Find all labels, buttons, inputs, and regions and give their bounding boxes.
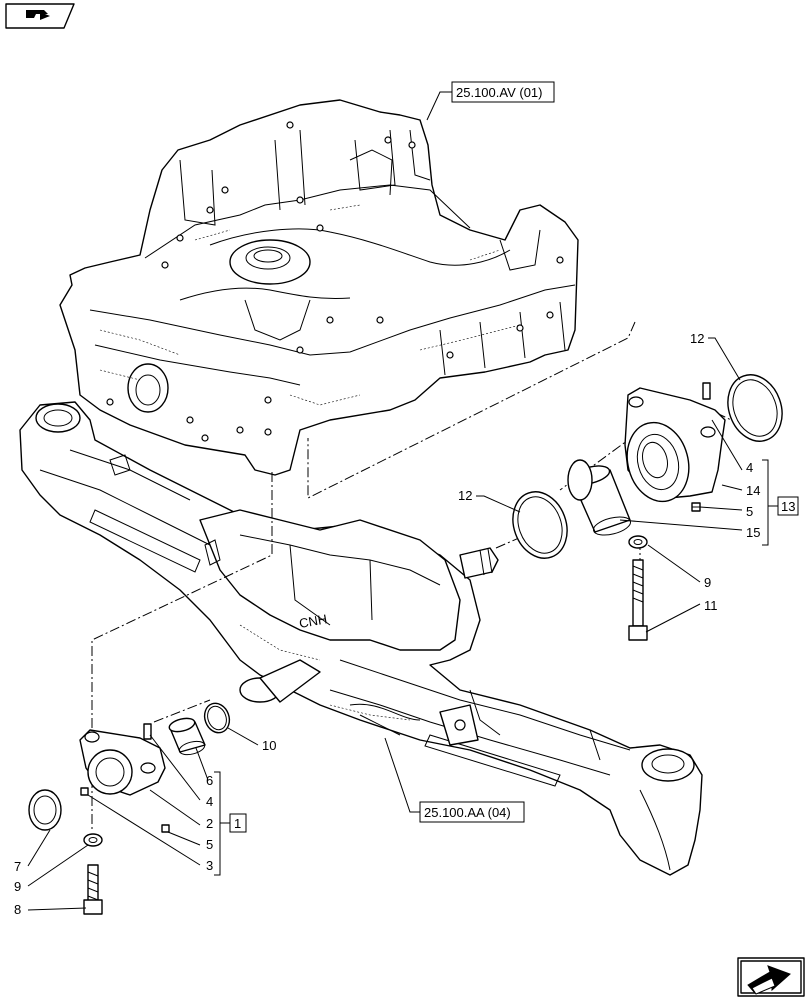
callout-7: 7: [14, 859, 21, 874]
callout-2: 2: [206, 816, 213, 831]
callout-14: 14: [746, 483, 760, 498]
callout-5-right: 5: [746, 504, 753, 519]
next-page-arrow-icon[interactable]: [737, 957, 805, 997]
kit-13-label: 13: [781, 499, 795, 514]
callout-10: 10: [262, 738, 276, 753]
washer-9-right: [628, 535, 648, 549]
seal-ring-12-top: [727, 374, 783, 442]
axle-reference-label: 25.100.AA (04): [424, 805, 511, 820]
washer-9-left: [83, 833, 103, 847]
kit-1-box[interactable]: 1: [229, 813, 247, 833]
callout-9-left: 9: [14, 879, 21, 894]
seal-7: [28, 789, 62, 831]
callout-6: 6: [206, 773, 213, 788]
callout-4-right: 4: [746, 460, 753, 475]
callout-4-left: 4: [206, 794, 213, 809]
seal-ring-10: [203, 702, 231, 734]
pin-4-right: [702, 382, 711, 400]
kit-1-label: 1: [234, 816, 241, 831]
bushing-15: [567, 459, 632, 536]
bolt-11: [628, 559, 648, 641]
callout-leaders: [27, 337, 778, 911]
callout-12-mid: 12: [458, 488, 472, 503]
book-pointer-icon[interactable]: [5, 3, 75, 29]
callout-11: 11: [704, 598, 718, 613]
callout-9-right: 9: [704, 575, 711, 590]
callout-8: 8: [14, 902, 21, 917]
right-support-bracket: [624, 387, 726, 503]
frame-reference[interactable]: 25.100.AV (01): [426, 81, 555, 121]
bolt-8: [83, 864, 103, 915]
pin-4-left: [143, 723, 152, 740]
axle-reference[interactable]: 25.100.AA (04): [384, 737, 525, 823]
callout-numbers: 12 12 4 14 5 15 9 11 10 6 4 2 5 3 7 9 8: [14, 331, 760, 917]
grease-fitting-5-right: [691, 502, 701, 512]
callout-5-left: 5: [206, 837, 213, 852]
callout-3: 3: [206, 858, 213, 873]
grease-fitting-5-left: [80, 787, 170, 833]
callout-15: 15: [746, 525, 760, 540]
callout-12-top: 12: [690, 331, 704, 346]
front-axle-housing: CNH: [19, 401, 703, 876]
left-support-bracket: [79, 729, 166, 796]
kit-13-box[interactable]: 13: [777, 496, 799, 516]
bushing-6: [168, 717, 206, 756]
front-axle-support-frame: [59, 99, 579, 476]
frame-reference-label: 25.100.AV (01): [456, 85, 542, 100]
seal-ring-12-mid: [512, 491, 568, 559]
cnh-brand-mark: CNH: [298, 611, 328, 631]
